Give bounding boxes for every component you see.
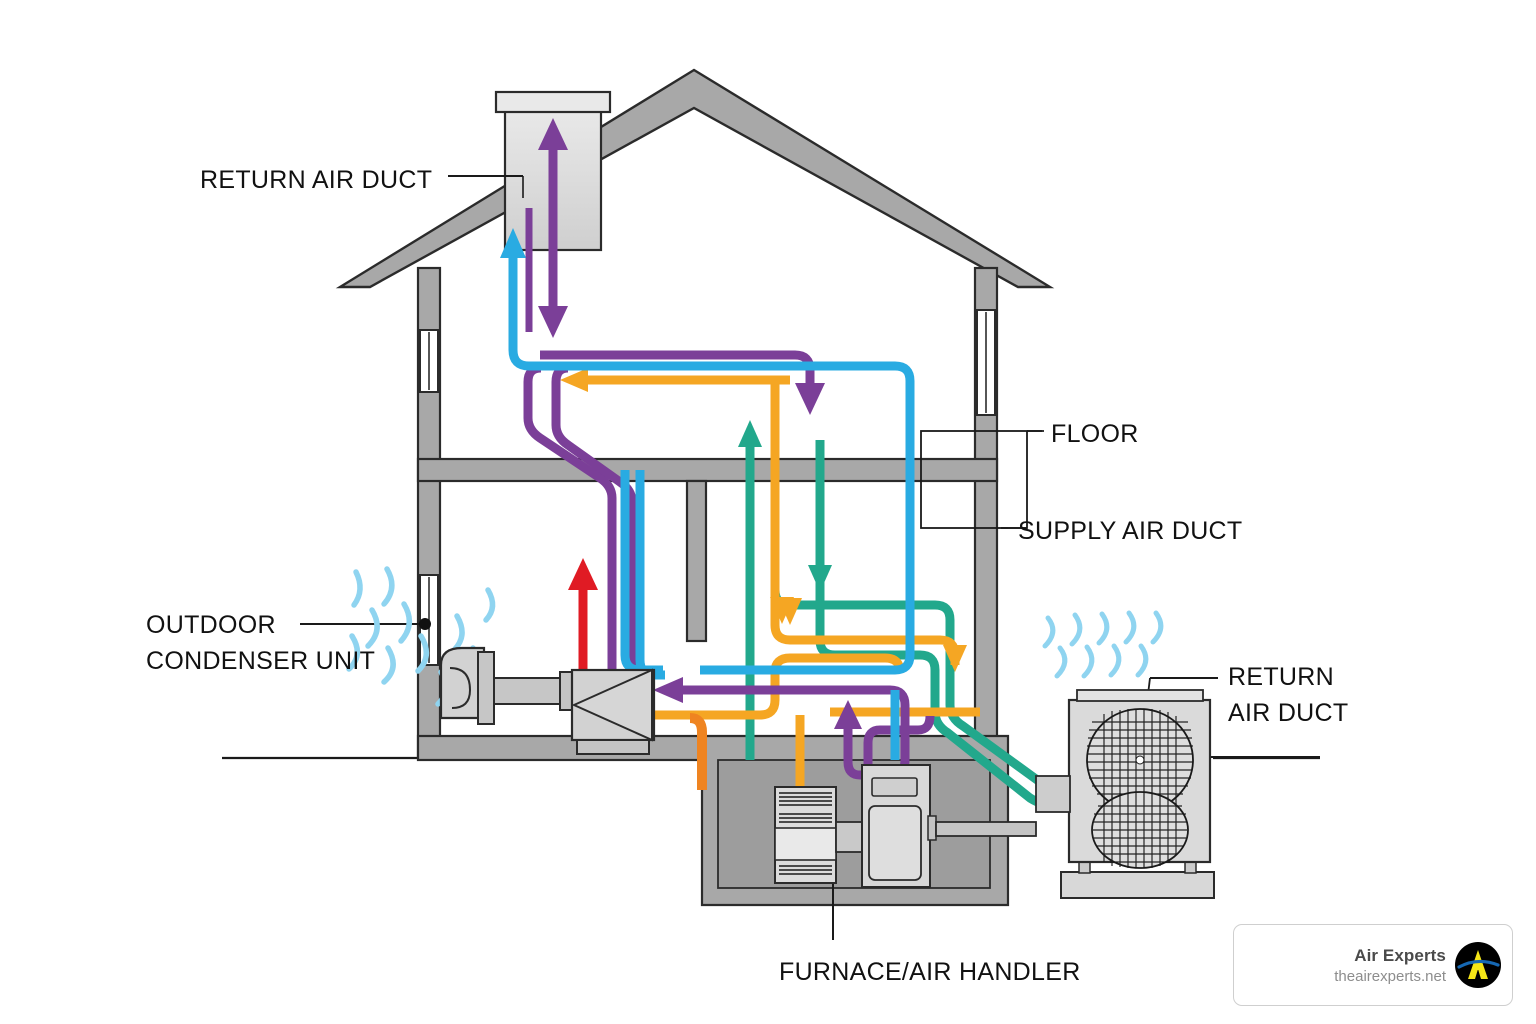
floor-slab-upper xyxy=(416,457,999,483)
house-structure xyxy=(335,68,1055,907)
airflow-swooshes-right xyxy=(1042,610,1164,679)
supply-air-orange-lines xyxy=(580,375,960,790)
fresh-air-cyan-branch xyxy=(635,470,665,680)
fan-grille-upper xyxy=(1086,708,1194,812)
label-return-air-duct-right-line1: RETURN xyxy=(1228,663,1334,691)
label-return-air-duct-top: RETURN AIR DUCT xyxy=(200,166,433,194)
label-outdoor-condenser-unit-line1: OUTDOOR xyxy=(146,611,276,639)
purple-arrowheads xyxy=(538,118,862,729)
exterior-wall-left xyxy=(416,266,442,760)
interior-partition-wall xyxy=(685,479,708,643)
label-floor: FLOOR xyxy=(1051,420,1139,448)
brand-name: Air Experts xyxy=(1354,945,1446,965)
red-arrowhead xyxy=(568,558,598,590)
furnace-intake-orange xyxy=(689,713,707,790)
brand-url: theairexperts.net xyxy=(1334,967,1446,985)
label-outdoor-condenser-unit-line2: CONDENSER UNIT xyxy=(146,647,376,675)
brand-text-block: Air Experts theairexperts.net xyxy=(1334,946,1446,985)
floor-slab-main xyxy=(416,734,704,762)
return-air-purple-lines xyxy=(523,140,935,790)
outdoor-condenser-unit-graphic xyxy=(439,646,656,755)
label-supply-air-duct: SUPPLY AIR DUCT xyxy=(1018,517,1243,545)
outdoor-heat-pump-unit xyxy=(1035,689,1215,899)
brand-logo-badge[interactable]: Air Experts theairexperts.net xyxy=(1233,924,1513,1006)
fan-grille-lower xyxy=(1091,791,1189,869)
roof xyxy=(335,68,1055,289)
air-experts-logo-icon xyxy=(1455,942,1501,988)
cyan-arrowheads xyxy=(500,228,526,258)
furnace-air-handler-graphic xyxy=(774,764,1037,888)
teal-arrowheads xyxy=(738,420,832,592)
label-return-air-duct-right-line2: AIR DUCT xyxy=(1228,699,1349,727)
label-furnace-air-handler: FURNACE/AIR HANDLER xyxy=(779,958,1081,986)
exterior-wall-right xyxy=(973,266,999,760)
basement-structure xyxy=(700,734,1010,907)
